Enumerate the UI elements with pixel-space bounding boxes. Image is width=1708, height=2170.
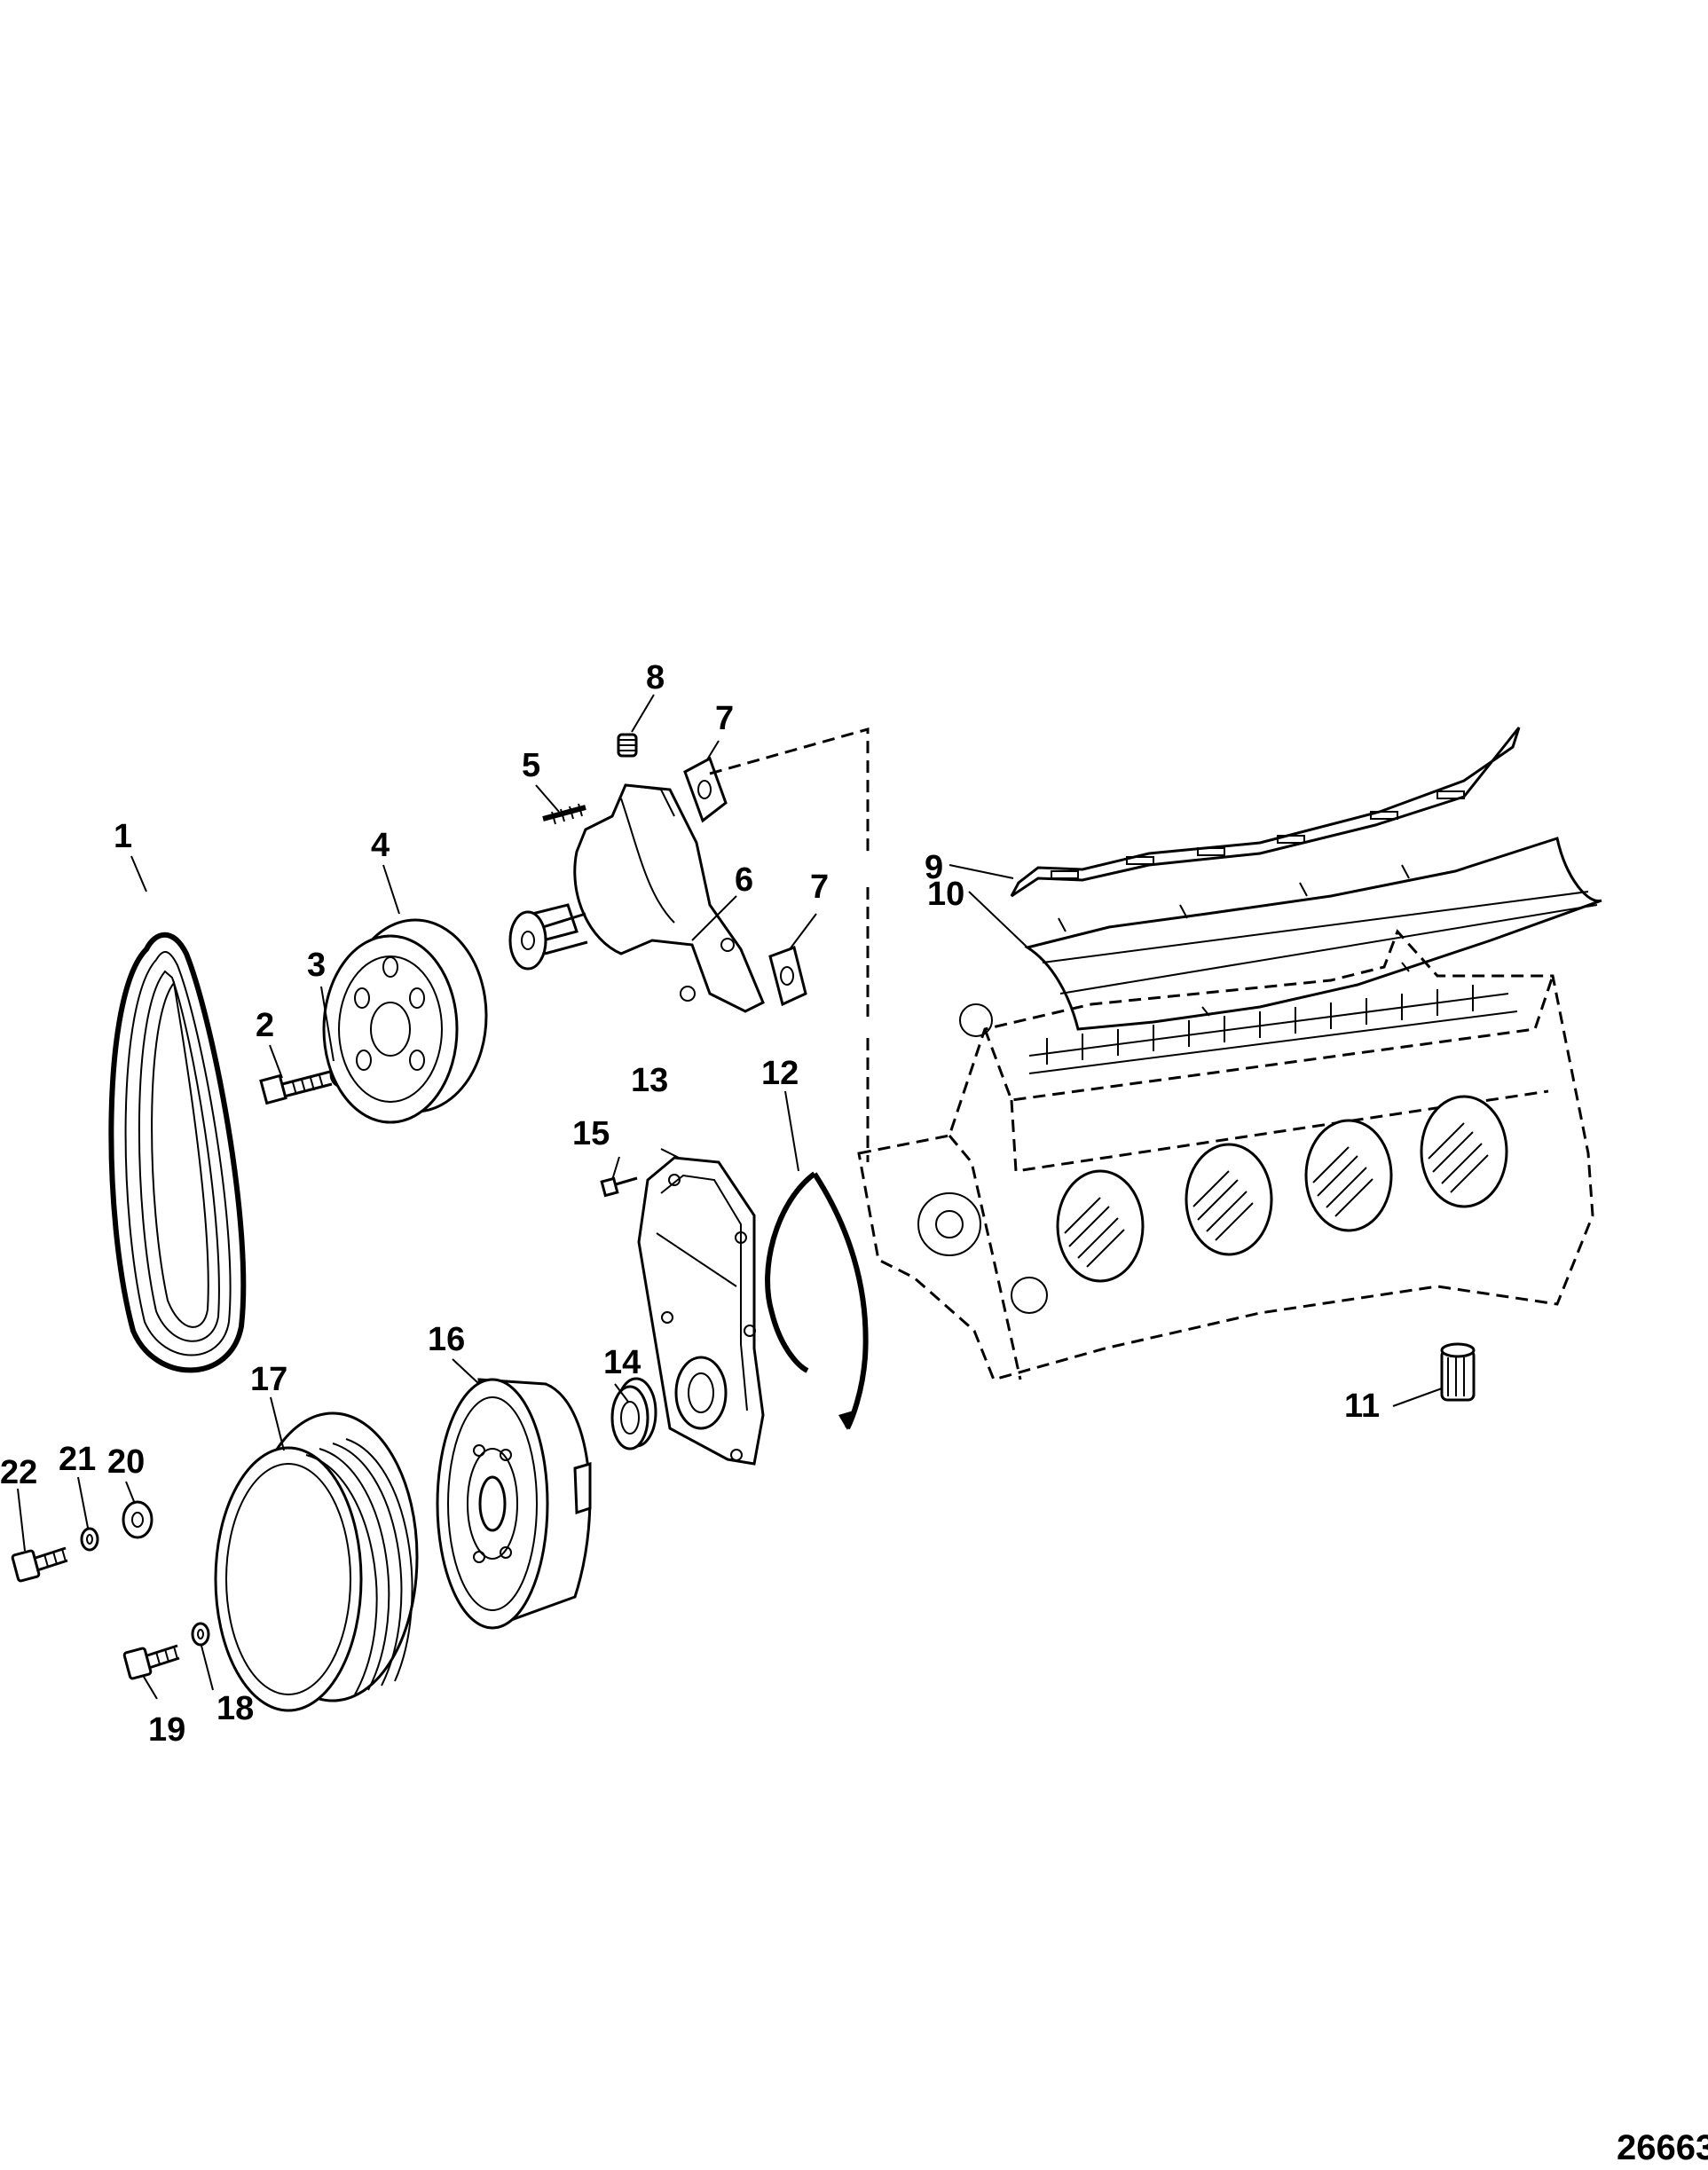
callout-6: 6 <box>735 861 753 899</box>
callout-7b: 7 <box>810 869 829 906</box>
bolt-timing-cover <box>600 1176 638 1198</box>
intake-manifold-gasket <box>1010 727 1521 898</box>
water-pump <box>508 783 765 1013</box>
bolt-pulley <box>259 1070 333 1105</box>
callout-9: 9 <box>925 849 943 886</box>
water-pump-pulley <box>322 918 488 1124</box>
callout-2: 2 <box>256 1007 274 1044</box>
lock-washer-balancer <box>80 1527 99 1552</box>
water-pump-gasket-upper <box>683 756 728 823</box>
washer-balancer <box>122 1500 153 1539</box>
callout-11: 11 <box>1344 1388 1380 1425</box>
callout-22: 22 <box>0 1454 37 1491</box>
bolt-crankshaft-pulley <box>122 1644 180 1680</box>
callout-15: 15 <box>572 1115 610 1152</box>
front-timing-cover <box>637 1156 765 1466</box>
callout-21: 21 <box>59 1441 96 1478</box>
callout-labels: 1 2 3 4 5 6 7 7 8 9 10 11 12 13 14 15 16… <box>0 659 1380 1749</box>
callout-16: 16 <box>428 1321 465 1358</box>
oil-filter-adapter <box>1440 1342 1476 1402</box>
washer-pulley-bolt <box>191 1622 210 1647</box>
callout-13: 13 <box>631 1062 668 1099</box>
callout-3: 3 <box>307 947 326 984</box>
water-pump-gasket-lower <box>768 946 807 1007</box>
leader-lines <box>17 694 1443 1700</box>
plug <box>617 733 638 758</box>
crankshaft-pulley <box>214 1411 419 1712</box>
valley-baffle <box>1024 837 1602 1031</box>
callout-20: 20 <box>107 1443 145 1481</box>
screw-water-pump <box>542 803 586 825</box>
callout-18: 18 <box>216 1690 254 1727</box>
callout-5: 5 <box>522 747 540 784</box>
callout-4: 4 <box>371 827 390 864</box>
drive-belt <box>108 932 247 1373</box>
callout-7a: 7 <box>715 700 734 737</box>
callout-19: 19 <box>148 1711 185 1749</box>
engine-block <box>857 929 1594 1381</box>
bolt-balancer <box>11 1546 68 1583</box>
figure-number: 26663 <box>1617 2128 1708 2167</box>
front-crankshaft-seal <box>610 1377 657 1451</box>
timing-cover-seal-ring <box>765 1171 869 1430</box>
callout-14: 14 <box>603 1344 641 1381</box>
harmonic-balancer <box>436 1378 592 1630</box>
callout-1: 1 <box>114 818 132 855</box>
callout-17: 17 <box>250 1361 287 1398</box>
callout-8: 8 <box>646 659 665 696</box>
callout-10: 10 <box>927 876 964 913</box>
callout-12: 12 <box>761 1055 799 1092</box>
alignment-line-pump <box>709 727 870 1162</box>
